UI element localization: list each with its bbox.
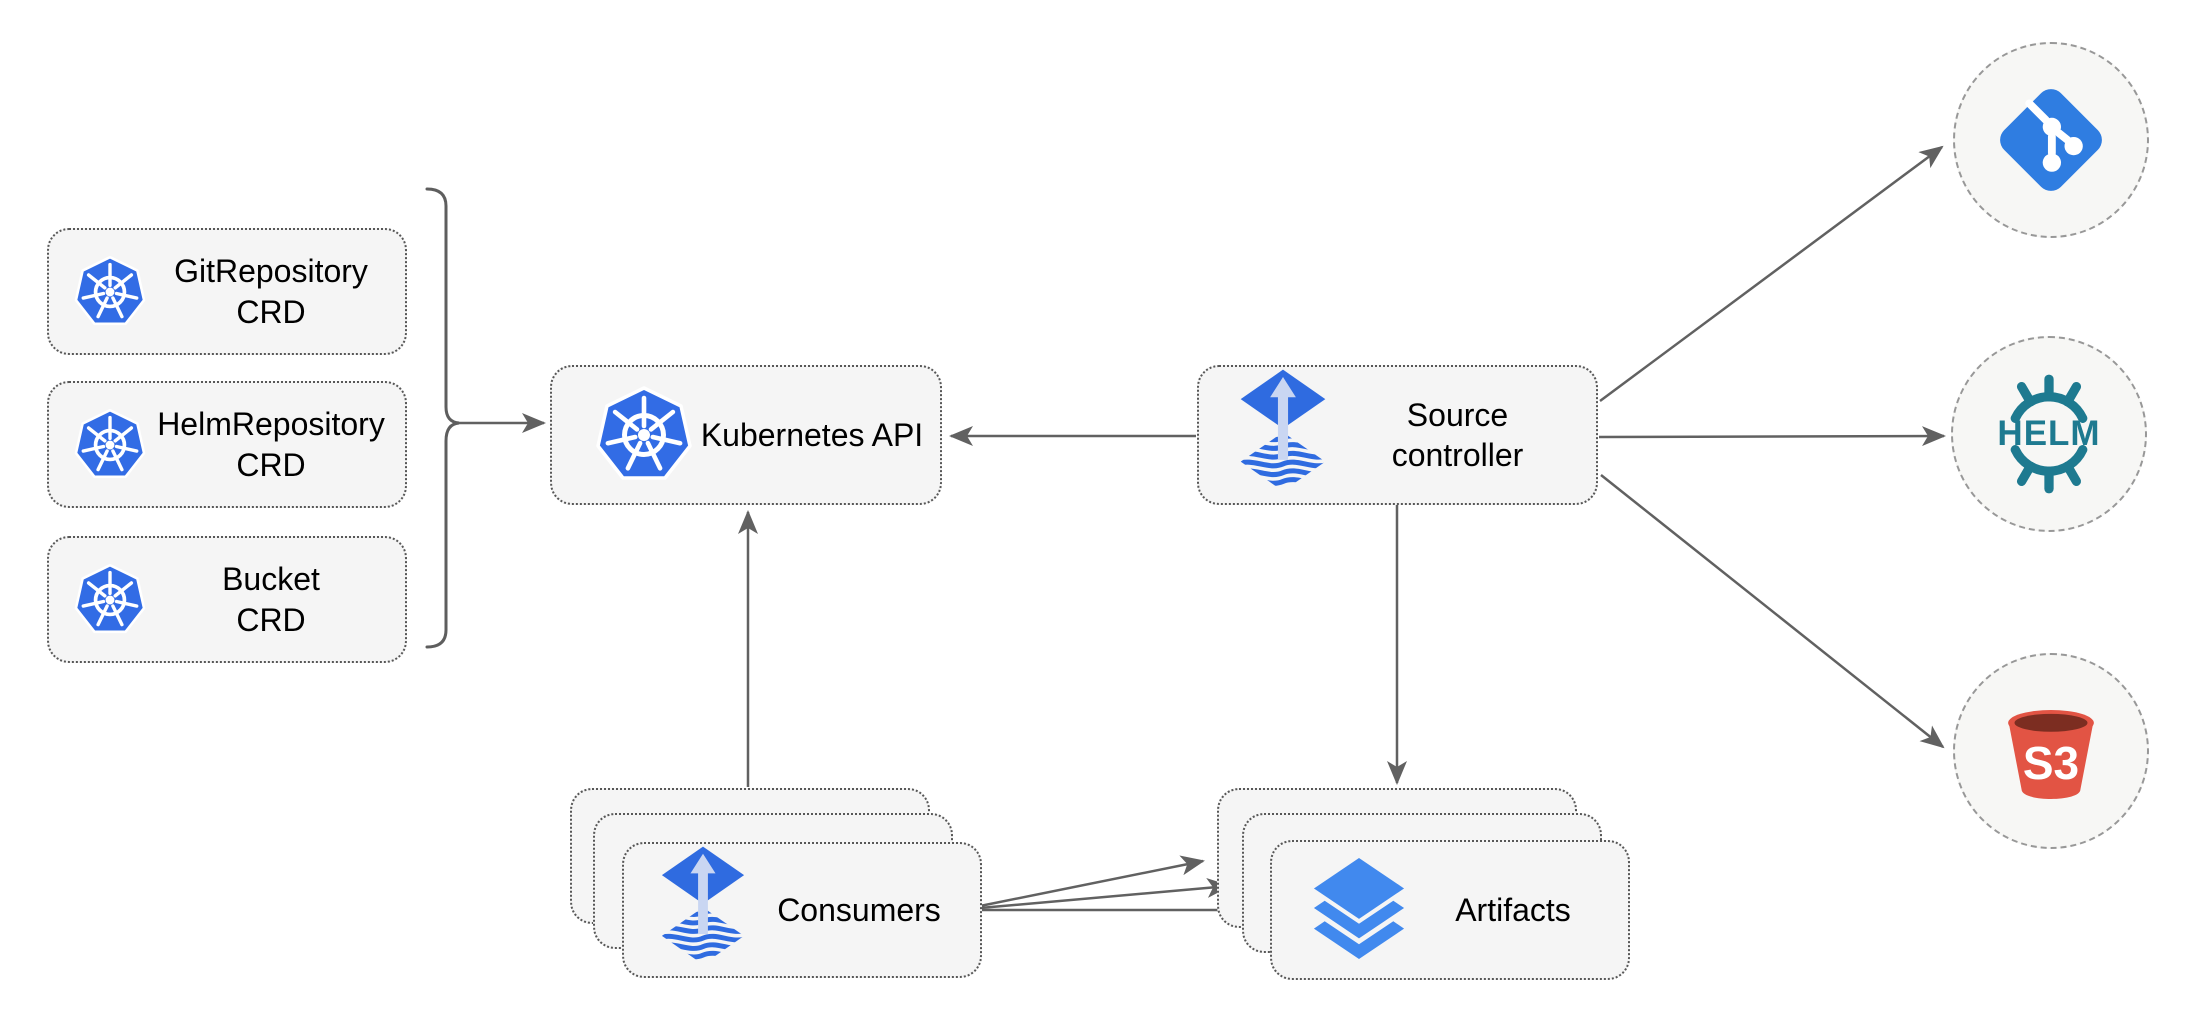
kubernetes-icon — [73, 408, 147, 482]
arrow-source-controller-to-s3 — [1600, 474, 1945, 749]
node-helmrepository-crd: HelmRepository CRD — [47, 381, 407, 508]
crd-group-bracket — [425, 187, 460, 649]
kubernetes-icon — [73, 255, 147, 329]
node-source-controller: Source controller — [1197, 365, 1598, 505]
arrow-consumers-to-artifacts-2 — [979, 877, 1231, 910]
node-label: Bucket CRD — [222, 561, 320, 638]
node-git-source — [1953, 42, 2149, 238]
git-icon — [1990, 79, 2112, 201]
helm-wordmark: HELM — [1997, 414, 2101, 453]
node-label: GitRepository CRD — [174, 253, 368, 330]
arrow-source-controller-to-helm — [1598, 426, 1946, 447]
s3-wordmark: S3 — [2022, 736, 2080, 789]
arrow-consumers-to-artifacts-1 — [979, 855, 1205, 908]
kubernetes-icon — [73, 563, 147, 637]
node-label: Source controller — [1391, 396, 1524, 473]
node-label: HelmRepository CRD — [157, 406, 385, 483]
node-bucket-crd: Bucket CRD — [47, 536, 407, 663]
flux-icon — [1237, 366, 1329, 504]
node-helm-source: HELM — [1951, 336, 2147, 532]
arrow-source-controller-to-git — [1599, 145, 1944, 403]
node-label: Kubernetes API — [700, 416, 924, 453]
node-consumers: Consumers — [622, 842, 982, 978]
node-gitrepository-crd: GitRepository CRD — [47, 228, 407, 355]
node-label: Consumers — [777, 891, 941, 928]
node-artifacts: Artifacts — [1270, 840, 1630, 980]
flux-icon — [658, 843, 748, 977]
kubernetes-icon — [594, 385, 694, 485]
node-kubernetes-api: Kubernetes API — [550, 365, 942, 505]
layers-icon — [1310, 855, 1408, 965]
node-s3-source: S3 — [1953, 653, 2149, 849]
node-label: Artifacts — [1455, 891, 1571, 928]
